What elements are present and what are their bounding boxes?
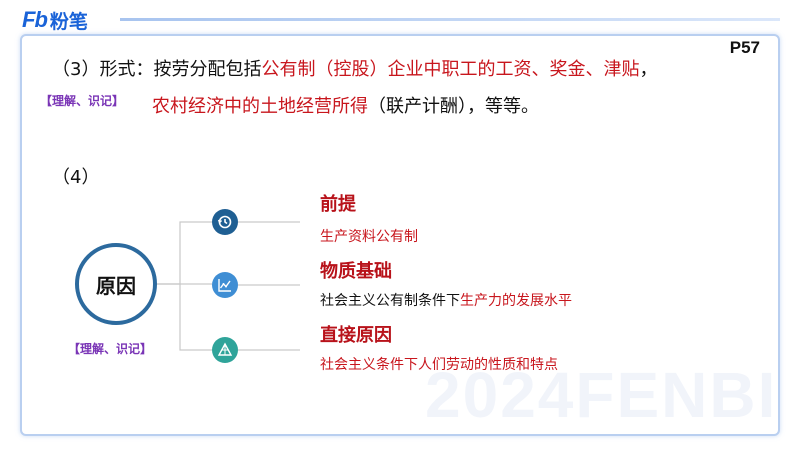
slide-frame: [20, 34, 780, 436]
brand-logo: Fb 粉笔: [22, 7, 88, 33]
reason-circle: 原因: [75, 243, 157, 325]
material-basis-heading: 物质基础: [320, 261, 392, 282]
form-highlight-2: 农村经济中的土地经营所得: [152, 96, 368, 117]
material-desc-plain: 社会主义公有制条件下: [320, 293, 460, 309]
reason-tag: 【理解、识记】: [68, 342, 153, 356]
direct-desc-highlight: 社会主义条件下人们劳动的性质和特点: [320, 357, 558, 373]
premise-desc-highlight: 生产资料公有制: [320, 229, 418, 245]
header-line: [120, 18, 780, 21]
brand-name: 粉笔: [49, 10, 88, 33]
connector-top: [157, 221, 212, 285]
understand-tag: 【理解、识记】: [40, 94, 125, 108]
form-highlight-1: 公有制（控股）企业中职工的工资、奖金、津贴: [261, 59, 640, 80]
chart-icon: [212, 272, 238, 298]
form-line-2: 农村经济中的土地经营所得（联产计酬），等等。: [152, 92, 539, 118]
brand-mark: Fb: [22, 7, 48, 32]
direct-reason-heading: 直接原因: [320, 325, 392, 346]
history-clock-icon: [212, 209, 238, 235]
form-suffix: （联产计酬），等等。: [368, 96, 539, 117]
connector-bottom: [179, 284, 212, 351]
reason-label: 原因: [96, 273, 136, 298]
form-comma: ，: [639, 59, 658, 80]
material-desc-highlight: 生产力的发展水平: [460, 293, 572, 309]
form-prefix: （3）形式：按劳分配包括: [52, 59, 262, 80]
premise-description: 生产资料公有制: [320, 226, 418, 246]
watermark: 2024FENBI: [425, 359, 778, 431]
page-number: P57: [729, 38, 760, 57]
section-number: （4）: [52, 167, 100, 188]
premise-heading: 前提: [320, 194, 356, 215]
material-basis-description: 社会主义公有制条件下生产力的发展水平: [320, 290, 572, 310]
form-line-1: （3）形式：按劳分配包括公有制（控股）企业中职工的工资、奖金、津贴，: [52, 55, 657, 81]
direct-reason-description: 社会主义条件下人们劳动的性质和特点: [320, 354, 558, 374]
triangle-network-icon: [212, 337, 238, 363]
